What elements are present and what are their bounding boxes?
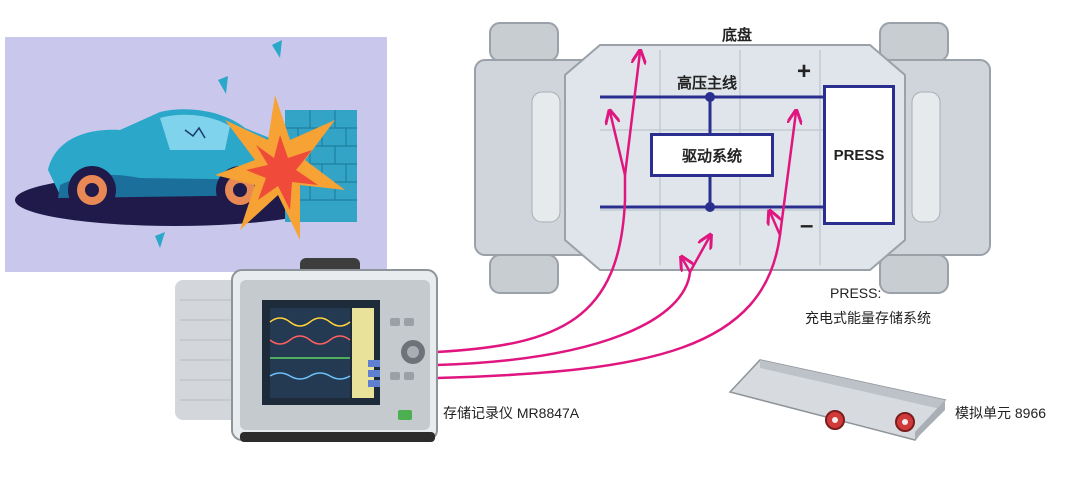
junction-dot-bottom <box>705 202 715 212</box>
hv-bus-label: 高压主线 <box>677 75 738 92</box>
press-box: PRESS <box>823 85 895 225</box>
plus-terminal: + <box>797 58 812 85</box>
analog-unit-label: 模拟单元 8966 <box>955 405 1047 421</box>
analog-unit-device <box>728 359 947 441</box>
recorder-label: 存储记录仪 MR8847A <box>443 405 580 421</box>
junction-dot-top <box>705 92 715 102</box>
drive-system-box: 驱动系统 <box>650 133 774 177</box>
minus-terminal: – <box>800 212 814 239</box>
press-desc-label: 充电式能量存储系统 <box>805 310 931 326</box>
probe-cables <box>436 52 796 380</box>
press-term-label: PRESS: <box>830 285 882 301</box>
explosion-burst <box>215 95 345 240</box>
chassis-title: 底盘 <box>722 27 753 44</box>
debris-shards <box>60 40 282 248</box>
crash-illustration <box>5 37 387 272</box>
recorder-device <box>175 258 438 442</box>
